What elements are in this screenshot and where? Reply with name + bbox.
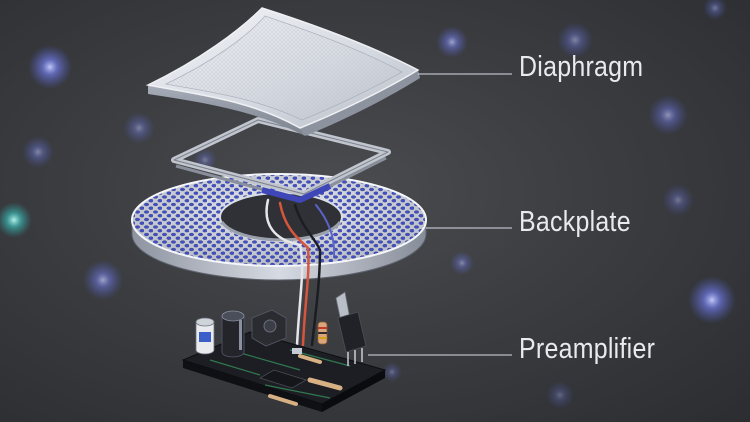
backplate-label: Backplate xyxy=(519,206,631,238)
bokeh-light xyxy=(557,22,593,58)
bokeh-light xyxy=(28,45,72,89)
leader-lines xyxy=(368,73,512,356)
bokeh-light xyxy=(450,251,474,275)
preamplifier-label: Preamplifier xyxy=(519,333,656,365)
support-frame xyxy=(171,117,391,204)
diaphragm-membrane xyxy=(145,7,420,136)
bokeh-light xyxy=(648,95,688,135)
bokeh-light xyxy=(688,276,736,324)
bokeh-light xyxy=(382,362,402,382)
bokeh-light xyxy=(22,136,54,168)
bokeh-light xyxy=(662,184,694,216)
bokeh-lights xyxy=(0,0,736,409)
bokeh-light xyxy=(436,26,468,58)
bokeh-light xyxy=(703,0,727,20)
connection-wires xyxy=(265,198,336,347)
bokeh-light xyxy=(123,112,155,144)
diaphragm-label: Diaphragm xyxy=(519,51,644,83)
preamp-circuit-board xyxy=(181,291,387,412)
bokeh-light xyxy=(0,202,32,238)
bokeh-light xyxy=(546,381,574,409)
bokeh-light xyxy=(83,260,123,300)
